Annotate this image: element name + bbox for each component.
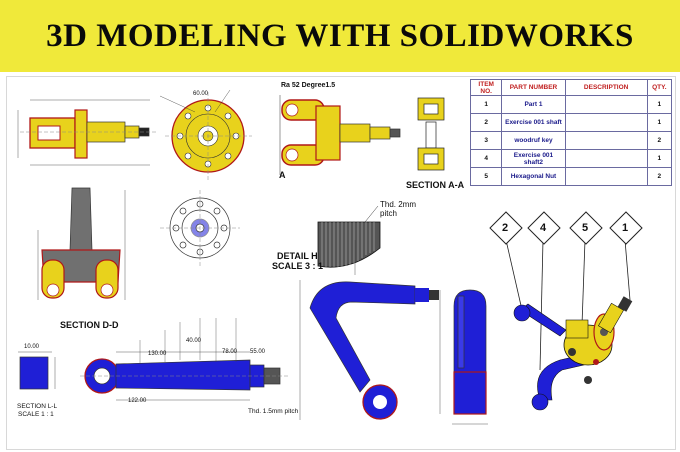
- bom-item: 5: [469, 167, 503, 186]
- bom-header-description: DESCRIPTION: [564, 79, 648, 96]
- title-banner: 3D MODELING WITH SOLIDWORKS: [0, 0, 680, 72]
- bom-part: Part 1: [501, 95, 566, 114]
- bom-qty: 1: [646, 149, 673, 168]
- callout-2: 2: [502, 222, 509, 234]
- detail-h-label: DETAIL H: [277, 251, 318, 261]
- callout-diamond-2: [489, 211, 523, 245]
- bom-description: [564, 167, 648, 186]
- bom-part: Exercise 001 shaft2: [501, 149, 566, 168]
- thread-15mm-label: Thd. 1.5mm pitch: [248, 408, 299, 415]
- scale-ll-label: SCALE 1 : 1: [18, 411, 54, 418]
- bom-qty: 2: [646, 167, 673, 186]
- scale-detail-label: SCALE 3 : 1: [272, 261, 324, 271]
- bom-qty: 2: [646, 131, 673, 150]
- label-a: A: [279, 170, 286, 180]
- bom-item: 4: [469, 149, 503, 168]
- bom-description: [564, 113, 648, 132]
- vertical-arm-view: [439, 289, 488, 425]
- dim-40: 40.00: [186, 338, 202, 344]
- bom-header-qty: QTY.: [646, 79, 673, 96]
- section-dd-label: SECTION D-D: [60, 320, 119, 330]
- spindle-side-view: [17, 99, 158, 166]
- long-shaft-view: [80, 351, 290, 401]
- section-aa-view: [417, 97, 445, 171]
- flange-wireframe-view: [160, 190, 240, 266]
- table-row: 1 Part 1 1: [469, 95, 673, 114]
- bom-header-item: ITEM NO.: [469, 79, 503, 96]
- bent-arm-view: [299, 240, 439, 420]
- detail-h-thread: [317, 205, 381, 268]
- dim-60: 60.00: [193, 91, 209, 97]
- dim-78: 78.00: [222, 349, 238, 355]
- thread-2mm-label: Thd. 2mm pitch: [380, 200, 417, 218]
- callout-1: 1: [622, 222, 629, 234]
- section-dd-view: [37, 187, 126, 300]
- bom-part: woodruf key: [501, 131, 566, 150]
- section-ll-view: [18, 351, 56, 390]
- dim-130: 130.00: [148, 351, 167, 357]
- table-row: 4 Exercise 001 shaft2 1: [469, 149, 673, 168]
- table-row: 5 Hexagonal Nut 2: [469, 167, 673, 186]
- dimension-lines: [139, 318, 237, 364]
- bom-qty: 1: [646, 95, 673, 114]
- bom-item: 3: [469, 131, 503, 150]
- table-row: 2 Exercise 001 shaft 1: [469, 113, 673, 132]
- bom-header-part: PART NUMBER: [501, 79, 566, 96]
- bom-description: [564, 149, 648, 168]
- bom-description: [564, 95, 648, 114]
- bom-item: 1: [469, 95, 503, 114]
- section-ll-label: SECTION L-L: [17, 403, 58, 410]
- bom-part: Hexagonal Nut: [501, 167, 566, 186]
- yoke-shaft-view: [279, 95, 401, 175]
- dim-122: 122.00: [128, 398, 147, 404]
- bom-item: 2: [469, 113, 503, 132]
- bom-qty: 1: [646, 113, 673, 132]
- section-aa-label: SECTION A-A: [406, 180, 465, 190]
- callout-diamond-1: [609, 211, 643, 245]
- callout-4: 4: [540, 222, 547, 234]
- bom-header-row: ITEM NO. PART NUMBER DESCRIPTION QTY.: [469, 79, 673, 96]
- callout-diamond-4: [527, 211, 561, 245]
- bom-part: Exercise 001 shaft: [501, 113, 566, 132]
- flange-front-view: [159, 89, 252, 180]
- dim-55: 55.00: [250, 349, 266, 355]
- bill-of-materials-table: ITEM NO. PART NUMBER DESCRIPTION QTY. 1 …: [469, 79, 673, 186]
- isometric-assembly: [489, 211, 643, 411]
- degree-note: Ra 52 Degree1.5: [281, 82, 336, 89]
- callout-5: 5: [582, 222, 589, 234]
- bom-description: [564, 131, 648, 150]
- table-row: 3 woodruf key 2: [469, 131, 673, 150]
- callout-diamond-5: [569, 211, 603, 245]
- banner-title: 3D MODELING WITH SOLIDWORKS: [46, 17, 634, 54]
- dim-10: 10.00: [24, 344, 40, 350]
